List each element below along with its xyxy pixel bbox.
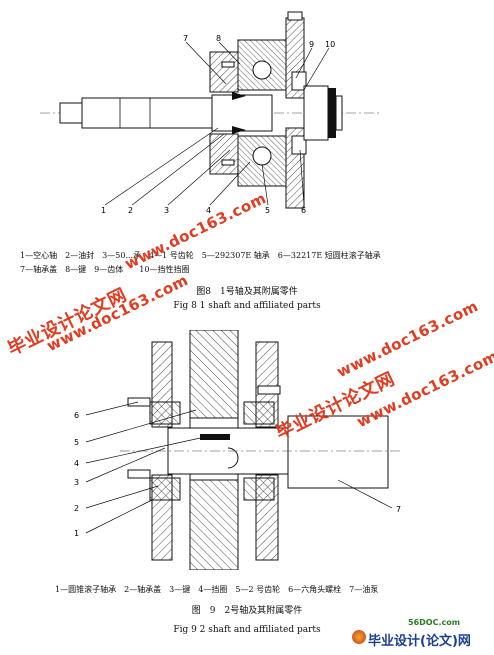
fig8-caption-en: Fig 8 1 shaft and affiliated parts [173,301,321,311]
fig9-label-7: 7 [396,505,401,514]
fig9-label-5: 5 [74,438,79,447]
fig8-label-2: 2 [128,206,133,215]
fig9-label-3: 3 [74,478,79,487]
fig8-legend-line1: 1—空心轴 2—油封 3—50...承 4—1 号齿轮 5—292307E 轴承… [20,251,381,260]
fig8-caption-cn: 图8 1号轴及其附属零件 [196,287,298,297]
fig8-legend-line2: 7—轴承盖 8—键 9—齿体 10—挡性挡圈 [20,265,190,274]
fig9-legend: 1—圆锥滚子轴承 2—轴承盖 3—键 4—挡圈 5—2 号齿轮 6—六角头螺栓 … [55,585,379,594]
fig9-label-2: 2 [74,504,79,513]
figure-8-drawing: 7 8 9 10 1 2 3 4 5 6 [40,11,380,215]
logo-emblem-icon [352,630,366,644]
fig8-label-9: 9 [309,40,314,49]
figure-9-drawing: 6 5 4 3 2 1 7 [74,330,401,570]
fig8-label-1: 1 [101,206,106,215]
fig9-label-6: 6 [74,411,79,420]
fig9-caption-cn: 图 9 2号轴及其附属零件 [191,606,303,616]
fig9-label-4: 4 [74,459,79,468]
fig8-label-7: 7 [183,34,188,43]
fig8-label-5: 5 [265,206,270,215]
fig9-caption-en: Fig 9 2 shaft and affiliated parts [173,625,321,635]
fig8-label-6: 6 [301,206,306,215]
logo-main-text: 毕业设计(论文)网 [368,634,471,649]
site-logo: 56DOC.com 毕业设计(论文)网 [352,618,492,652]
fig8-label-10: 10 [325,40,335,49]
fig8-label-3: 3 [164,206,169,215]
fig9-label-1: 1 [74,529,79,538]
fig8-label-8: 8 [216,34,221,43]
fig8-label-4: 4 [206,206,211,215]
logo-small-text: 56DOC.com [408,618,461,627]
